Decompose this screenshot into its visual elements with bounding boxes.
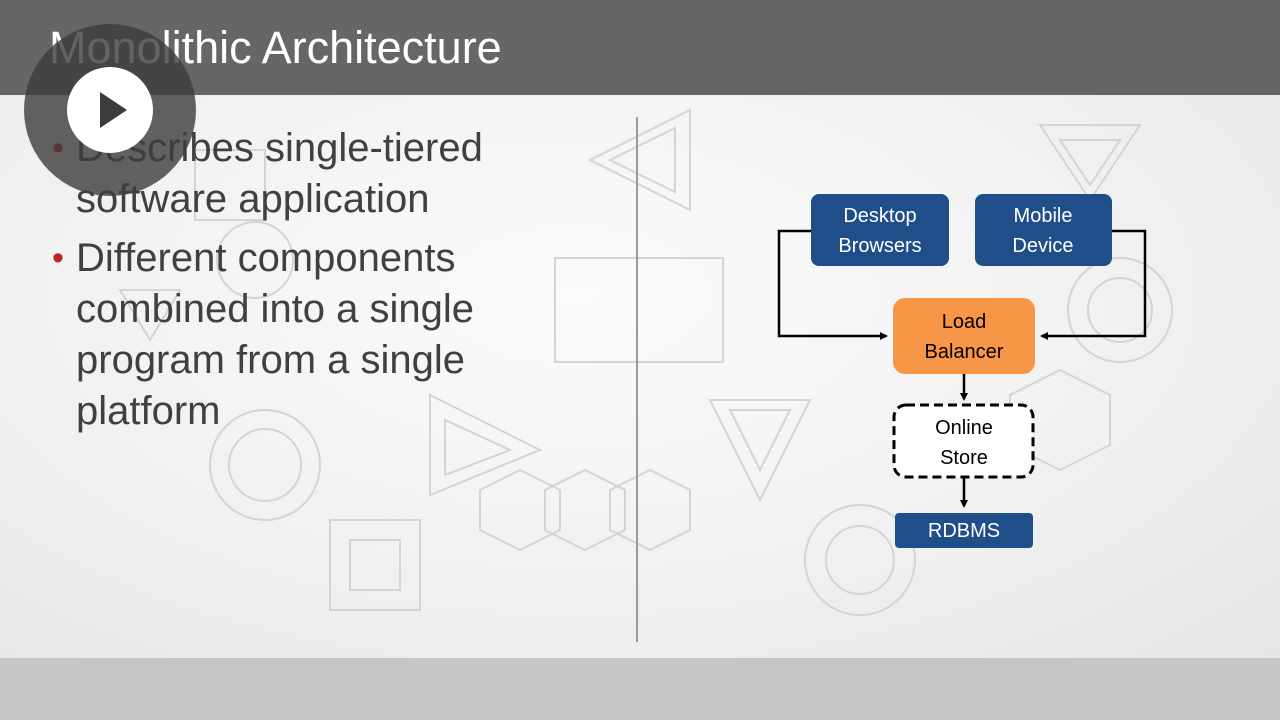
architecture-diagram: Desktop Browsers Mobile Device Load Bala…	[777, 194, 1147, 548]
title-bar	[0, 0, 1280, 95]
play-icon	[100, 92, 127, 128]
node-rdbms: RDBMS	[895, 513, 1033, 548]
node-mobile-device: Mobile Device	[975, 194, 1112, 266]
bullet-dot-icon: •	[52, 239, 64, 277]
node-label: Mobile	[1014, 205, 1073, 227]
node-label: Balancer	[925, 341, 1004, 363]
node-label: Load	[942, 311, 987, 333]
node-label: Store	[940, 447, 988, 469]
connector-lines	[777, 229, 1147, 508]
node-desktop-browsers: Desktop Browsers	[811, 194, 949, 266]
node-label: Online	[935, 417, 993, 439]
player-control-bar	[0, 658, 1280, 720]
bullet-item: • Different components combined into a s…	[50, 233, 610, 437]
node-load-balancer: Load Balancer	[893, 298, 1035, 374]
node-label: RDBMS	[928, 520, 1000, 542]
play-button-disc	[67, 67, 153, 153]
connector-mobile-to-lb	[1040, 229, 1147, 340]
node-online-store: Online Store	[892, 403, 1035, 479]
node-label: Device	[1012, 235, 1073, 257]
connector-desktop-to-lb	[777, 229, 888, 340]
node-label: Desktop	[843, 205, 916, 227]
background-pattern	[118, 108, 1173, 616]
column-divider	[636, 117, 638, 642]
play-button[interactable]	[24, 24, 196, 196]
bullet-text: Different components combined into a sin…	[76, 236, 475, 433]
node-label: Browsers	[838, 235, 921, 257]
